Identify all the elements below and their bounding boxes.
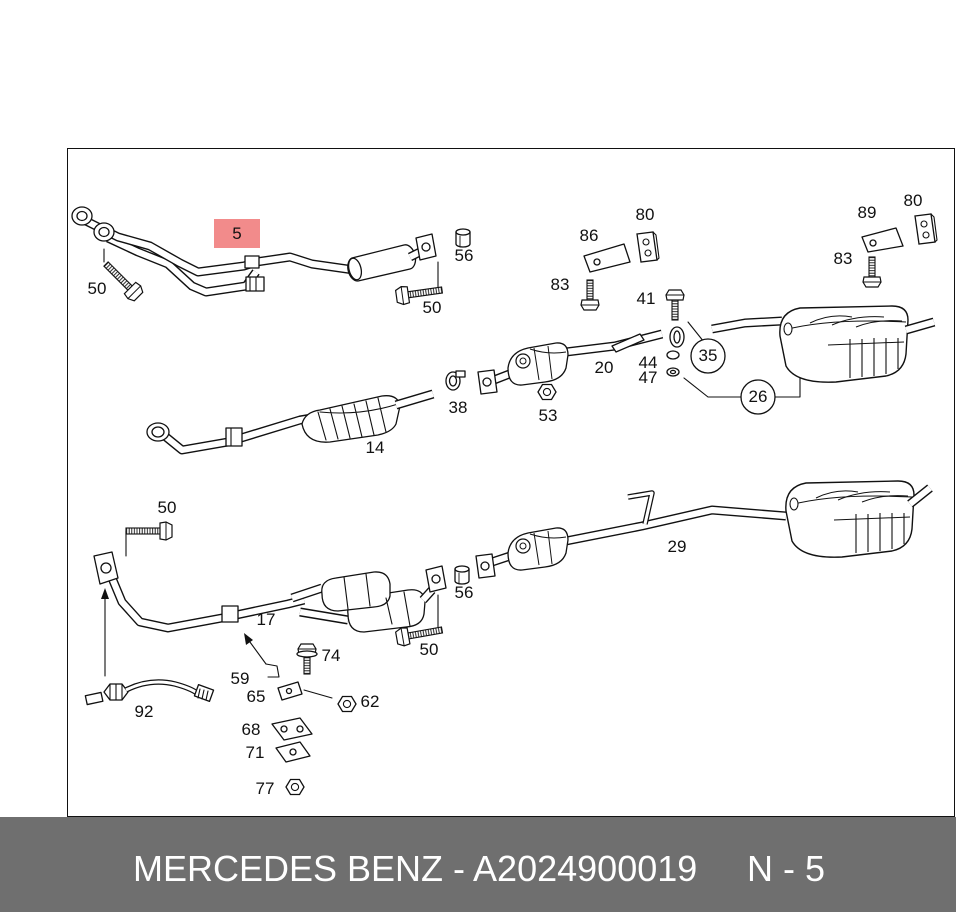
part-86-bracket — [583, 243, 631, 273]
callout-83-right: 83 — [833, 249, 853, 268]
callout-50-lower-mid: 50 — [419, 640, 439, 659]
part-50-bolt-lower-mid — [394, 594, 445, 648]
part-80-rubber-mount-left — [636, 231, 660, 263]
part-89-bracket — [861, 227, 904, 253]
callout-14: 14 — [365, 438, 385, 457]
part-80-rubber-mount-right — [914, 213, 938, 245]
callout-26: 26 — [748, 387, 768, 406]
diagram-position-text: N - 5 — [747, 848, 826, 889]
part-83-bolt-left — [580, 279, 600, 311]
callout-50-top-mid: 50 — [422, 298, 442, 317]
callout-17: 17 — [256, 610, 276, 629]
callout-71: 71 — [245, 743, 265, 762]
callout-50-lower-left: 50 — [157, 498, 177, 517]
callout-56-lower: 56 — [454, 583, 474, 602]
part-50-bolt-top-left — [99, 248, 146, 304]
callout-68: 68 — [241, 720, 261, 739]
callout-53: 53 — [538, 406, 558, 425]
callout-80-right: 80 — [903, 191, 923, 210]
part-14-catalytic-converter-pipe — [146, 394, 433, 450]
callout-38: 38 — [448, 398, 468, 417]
callout-50-top-left: 50 — [87, 279, 107, 298]
part-35-rubber-ring — [669, 326, 685, 348]
part-41-bolt — [665, 289, 685, 321]
arrow-up-icon — [101, 588, 109, 599]
callout-83-left: 83 — [550, 275, 570, 294]
callout-20: 20 — [594, 358, 614, 377]
callout-44: 44 — [638, 353, 658, 372]
part-56-bushing-top — [455, 228, 471, 248]
callout-41: 41 — [636, 289, 656, 308]
part-68-plate — [271, 717, 313, 741]
part-50-bolt-lower-left — [125, 521, 173, 557]
callout-77: 77 — [255, 779, 275, 798]
callout-89: 89 — [857, 203, 877, 222]
pointer-arrow-to-17 — [244, 633, 267, 665]
callout-29: 29 — [667, 537, 687, 556]
callout-86: 86 — [579, 226, 599, 245]
callout-65: 65 — [246, 687, 266, 706]
rear-muffler-top — [712, 305, 934, 383]
part-47-washer — [666, 367, 680, 377]
diagram-frame — [67, 148, 955, 817]
part-53-nut — [537, 383, 557, 401]
highlight-box: 5 — [214, 219, 260, 248]
callout-62: 62 — [360, 692, 380, 711]
part-17-front-pipe-with-catalysts — [93, 551, 447, 633]
part-50-bolt-top-mid — [394, 261, 444, 306]
callout-92: 92 — [134, 702, 154, 721]
part-77-nut — [285, 778, 305, 796]
callout-47: 47 — [638, 368, 658, 387]
part-20-intermediate-pipe — [477, 334, 662, 395]
part-92-oxygen-sensor — [84, 588, 215, 706]
arrow-icon — [244, 633, 253, 645]
part-71-plate — [275, 741, 311, 763]
part-29-rear-pipe-and-muffler — [475, 480, 930, 579]
callout-56-top: 56 — [454, 246, 474, 265]
callout-35: 35 — [698, 346, 718, 365]
callout-circle-35 — [690, 338, 726, 374]
part-5-front-pipe — [71, 206, 437, 292]
part-56-bushing-lower — [454, 565, 470, 585]
highlight-label: 5 — [232, 224, 242, 243]
footer-bar: MERCEDES BENZ - A2024900019 N - 5 — [0, 817, 956, 912]
callout-74: 74 — [321, 646, 341, 665]
callout-circle-26 — [740, 379, 776, 415]
part-number-text: MERCEDES BENZ - A2024900019 — [133, 848, 698, 889]
part-59-clip — [265, 663, 280, 678]
part-83-bolt-right — [862, 256, 882, 288]
part-44-washer — [666, 350, 680, 360]
part-65-plate — [277, 681, 333, 701]
callout-80-left: 80 — [635, 205, 655, 224]
part-74-bolt — [296, 643, 318, 675]
part-38-clamp — [445, 370, 466, 391]
callout-59: 59 — [230, 669, 250, 688]
